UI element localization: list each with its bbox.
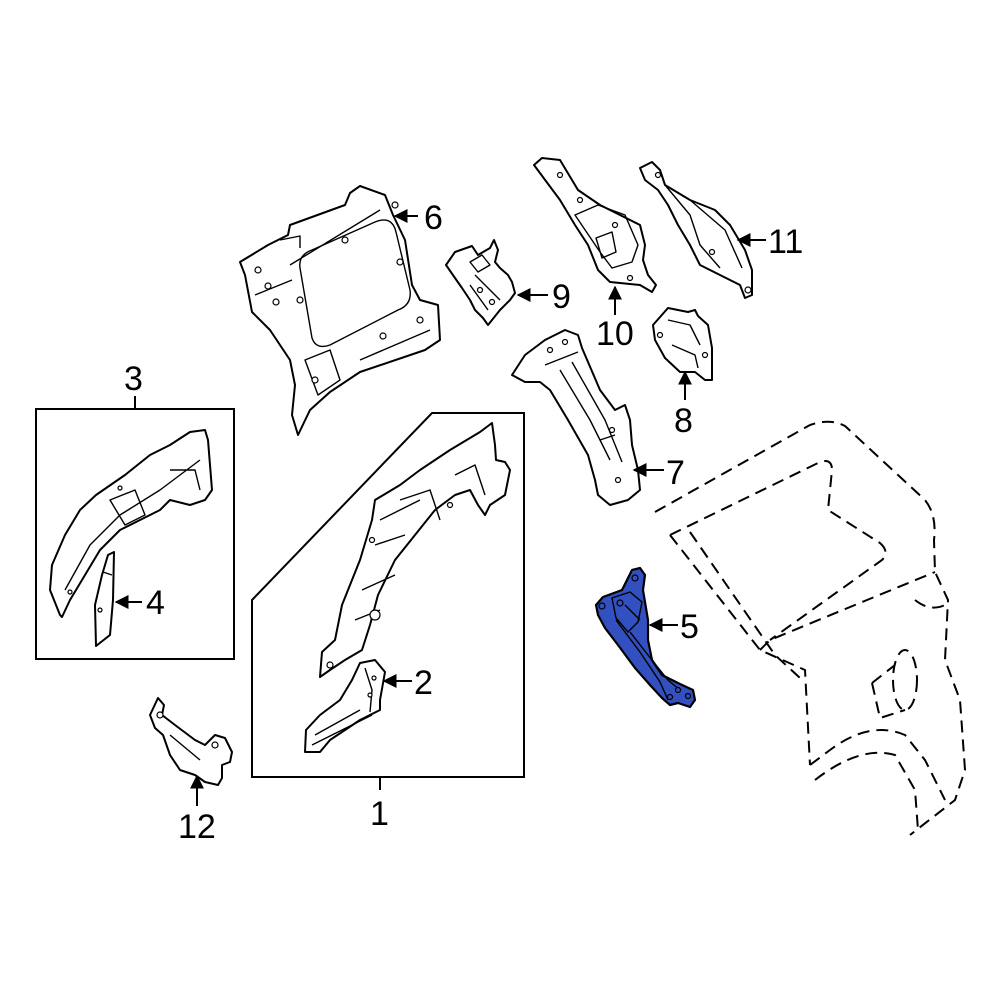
vehicle-body-outline — [654, 420, 967, 836]
pillar-reinforcement[interactable] — [511, 329, 641, 506]
inner-wheelhouse[interactable] — [319, 422, 511, 678]
callout-7[interactable]: 7 — [666, 454, 685, 492]
callout-5[interactable]: 5 — [680, 608, 699, 646]
callout-11[interactable]: 11 — [768, 223, 803, 261]
wheelhouse-patch[interactable] — [94, 551, 115, 647]
callout-9[interactable]: 9 — [552, 278, 571, 316]
rear-pillar-reinforcement[interactable] — [639, 161, 753, 299]
small-bracket[interactable] — [652, 307, 713, 381]
inner-wheelhouse-assembly-box — [251, 412, 525, 778]
upper-reinforcement[interactable] — [445, 239, 516, 326]
callout-2[interactable]: 2 — [414, 664, 433, 702]
callout-3[interactable]: 3 — [124, 360, 143, 398]
outer-wheelhouse[interactable] — [49, 429, 213, 618]
callout-1[interactable]: 1 — [370, 795, 389, 833]
callout-6[interactable]: 6 — [424, 199, 443, 237]
wheelhouse-extension[interactable] — [304, 659, 386, 753]
quarter-inner-panel[interactable] — [239, 185, 441, 436]
callout-12[interactable]: 12 — [178, 808, 216, 846]
callout-8[interactable]: 8 — [674, 402, 693, 440]
callout-10[interactable]: 10 — [596, 315, 634, 353]
support-bracket[interactable] — [594, 566, 697, 709]
lower-bracket[interactable] — [149, 697, 233, 786]
upper-pillar-panel[interactable] — [533, 157, 657, 293]
callout-4[interactable]: 4 — [146, 584, 165, 622]
